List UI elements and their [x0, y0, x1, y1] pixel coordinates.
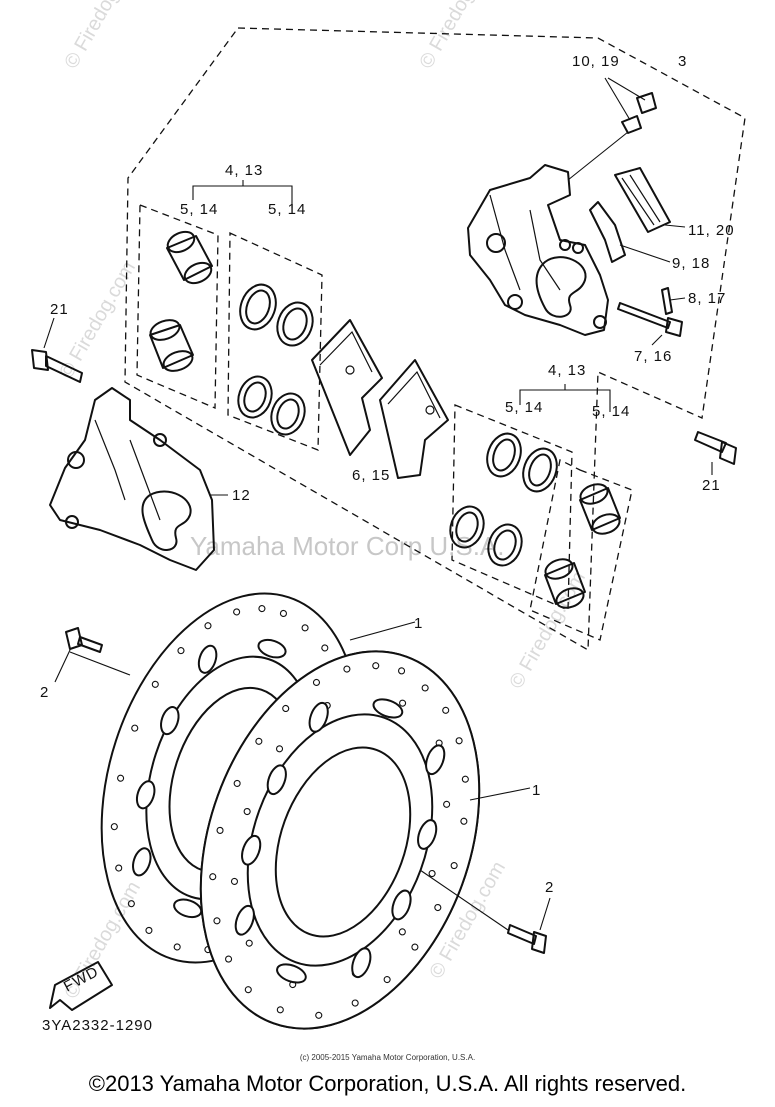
callout-5-14-d: 5, 14 — [592, 403, 630, 420]
callout-9-18: 9, 18 — [672, 255, 710, 272]
site-watermark-top-left: © Firedog.com — [60, 0, 145, 73]
callout-4-13-top: 4, 13 — [225, 162, 263, 179]
brake-disc-front — [199, 650, 531, 1030]
pad-spring — [614, 167, 686, 233]
disc-bolt-right — [419, 869, 551, 954]
disc-bolt-left — [54, 627, 131, 683]
callout-2-right: 2 — [545, 879, 554, 896]
seals-mid — [449, 432, 558, 567]
pad-pin — [661, 287, 686, 315]
callout-1-mid: 1 — [532, 782, 541, 799]
callout-10-19: 10, 19 — [572, 53, 620, 70]
callout-2-left: 2 — [40, 684, 49, 701]
callout-labels: 10, 19 3 4, 13 5, 14 5, 14 11, 20 9, 18 … — [40, 53, 735, 1034]
bracket-4-13-top — [192, 180, 293, 208]
seal-box-top-left — [136, 204, 219, 409]
bleed-screw — [567, 77, 657, 181]
callout-21-right: 21 — [702, 477, 721, 494]
callout-12: 12 — [232, 487, 251, 504]
caliper-left — [49, 387, 228, 571]
site-watermark-left: © Firedog.com — [55, 258, 140, 383]
seal-box-mid-left — [451, 404, 573, 611]
caliper-right — [467, 164, 609, 336]
piston-top-2 — [149, 319, 194, 372]
copyright-footer: ©2013 Yamaha Motor Corporation, U.S.A. A… — [88, 1071, 687, 1096]
callout-8-17: 8, 17 — [688, 290, 726, 307]
small-copyright: (c) 2005-2015 Yamaha Motor Corporation, … — [299, 1053, 476, 1062]
seals-top — [237, 283, 314, 436]
diagram-code: 3YA2332-1290 — [42, 1017, 153, 1034]
piston-top-1 — [166, 230, 213, 285]
seal-box-top-right — [227, 231, 323, 451]
fwd-arrow-icon: FWD — [49, 961, 113, 1011]
callout-5-14-a: 5, 14 — [180, 201, 218, 218]
piston-mid-1 — [579, 483, 621, 535]
callout-7-16: 7, 16 — [634, 348, 672, 365]
pad-clip — [589, 201, 671, 263]
callout-5-14-c: 5, 14 — [505, 399, 543, 416]
brake-pad-2 — [379, 359, 449, 479]
callout-1-top: 1 — [414, 615, 423, 632]
callout-3: 3 — [678, 53, 687, 70]
mount-bolt-left — [31, 317, 83, 383]
callout-11-20: 11, 20 — [688, 222, 735, 239]
mount-bolt-right — [694, 431, 737, 475]
callout-21-left: 21 — [50, 301, 69, 318]
brake-pad-1 — [311, 319, 383, 456]
callout-6-15: 6, 15 — [352, 467, 390, 484]
callout-5-14-b: 5, 14 — [268, 201, 306, 218]
brake-disc-back — [100, 592, 416, 964]
site-watermark-top-right: © Firedog.com — [415, 0, 500, 73]
bracket-4-13-mid — [519, 384, 611, 412]
piston-mid-2 — [544, 558, 586, 609]
pad-bolt — [617, 302, 683, 346]
callout-4-13-mid: 4, 13 — [548, 362, 586, 379]
